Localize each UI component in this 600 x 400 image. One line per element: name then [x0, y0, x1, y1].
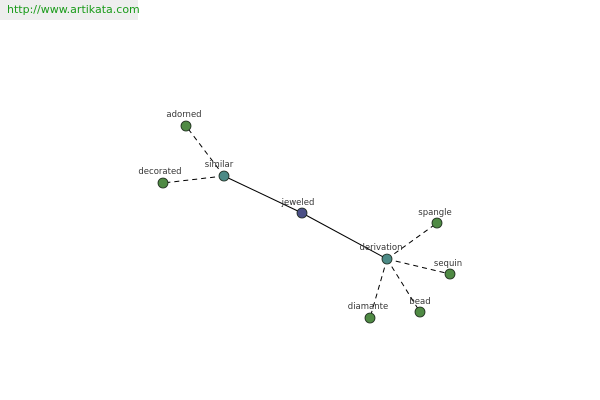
- graph-edges: [162, 125, 451, 319]
- edge-similar-decorated: [162, 175, 225, 184]
- graph-nodes: [157, 120, 456, 324]
- node-word-bead[interactable]: [414, 306, 426, 318]
- node-relation-derivation[interactable]: [381, 253, 393, 265]
- node-relation-similar[interactable]: [218, 170, 230, 182]
- edge-derivation-bead: [386, 258, 421, 313]
- node-label-adorned: adorned: [166, 110, 201, 120]
- node-word-spangle[interactable]: [431, 217, 443, 229]
- graph-labels: jeweled similar derivation adorned decorated…: [138, 110, 462, 312]
- node-center-jeweled[interactable]: [296, 207, 308, 219]
- node-label-jeweled: jeweled: [281, 198, 315, 208]
- node-word-adorned[interactable]: [180, 120, 192, 132]
- node-label-decorated: decorated: [138, 167, 181, 177]
- edge-jeweled-similar: [223, 175, 303, 214]
- node-word-diamante[interactable]: [364, 312, 376, 324]
- node-label-diamante: diamante: [348, 302, 388, 312]
- node-label-bead: bead: [409, 297, 430, 307]
- site-url-link[interactable]: http://www.artikata.com: [0, 0, 140, 20]
- node-word-sequin[interactable]: [444, 268, 456, 280]
- node-label-similar: similar: [205, 160, 234, 170]
- node-label-spangle: spangle: [418, 208, 451, 218]
- node-label-derivation: derivation: [359, 243, 402, 253]
- node-word-decorated[interactable]: [157, 177, 169, 189]
- edge-derivation-sequin: [386, 258, 451, 275]
- edge-similar-adorned: [185, 125, 225, 177]
- edge-derivation-spangle: [386, 222, 438, 260]
- edge-derivation-diamante: [369, 258, 388, 319]
- node-label-sequin: sequin: [434, 259, 462, 269]
- edge-jeweled-derivation: [301, 212, 388, 260]
